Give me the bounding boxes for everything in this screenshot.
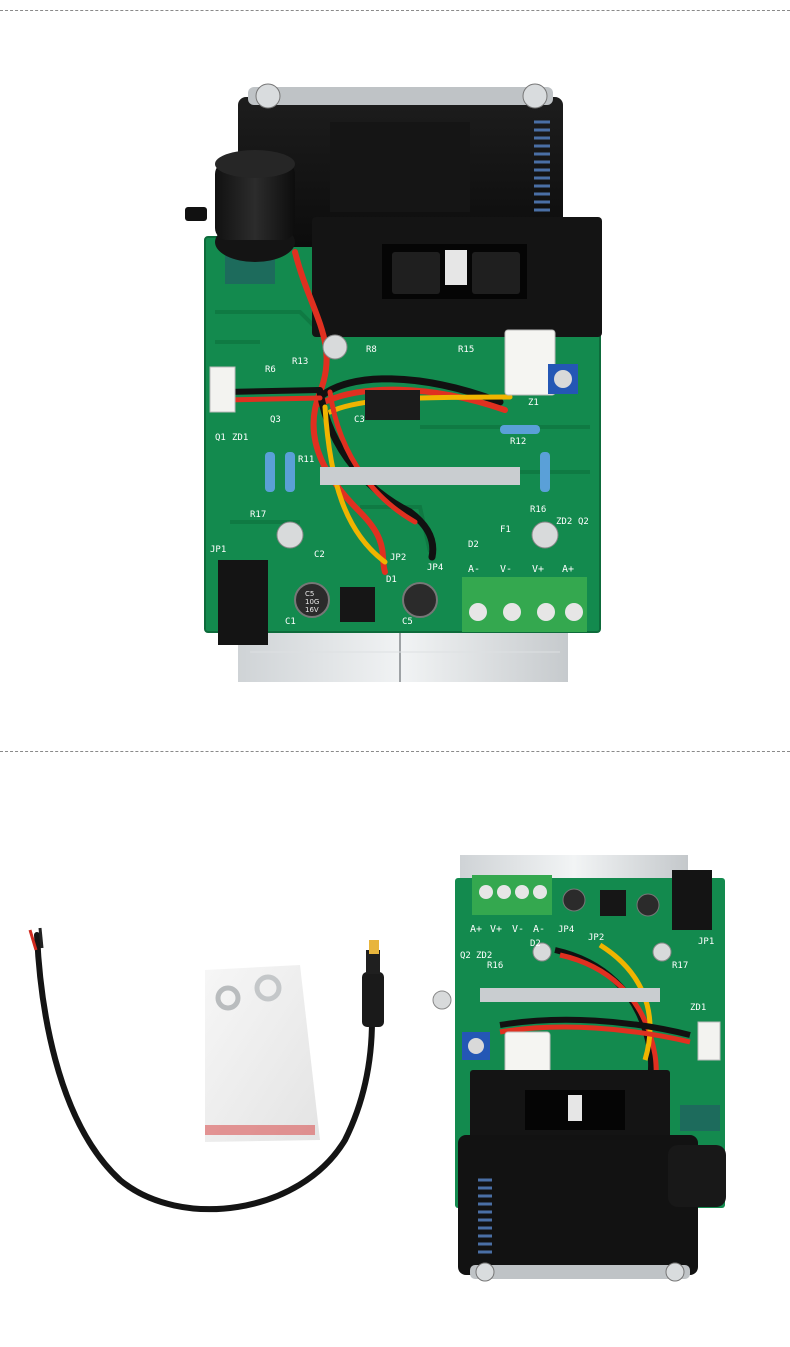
bottom-terminal-4: A- <box>533 924 545 935</box>
right-connector <box>504 329 556 396</box>
label-r17: R17 <box>250 510 266 520</box>
label-c1: C1 <box>285 617 296 627</box>
bottom-label-jp2: JP2 <box>588 933 604 943</box>
label-jp1: JP1 <box>210 545 226 555</box>
washer-icon <box>215 985 241 1011</box>
power-diode <box>340 587 375 622</box>
label-f1: F1 <box>500 525 511 535</box>
middle-divider <box>0 751 790 752</box>
label-r11: R11 <box>298 455 314 465</box>
label-jp4: JP4 <box>427 563 443 573</box>
bottom-terminal-2: V+ <box>490 924 502 935</box>
terminal-label-4: A+ <box>562 564 574 575</box>
ic-chip <box>365 390 420 420</box>
shunt-strip <box>320 467 520 485</box>
label-d2: D2 <box>468 540 479 550</box>
label-q3: Q3 <box>270 415 281 425</box>
silkscreen-labels: R13 R6 Q3 ZD1 Q1 R11 R17 JP1 C2 D1 C1 C5… <box>210 345 589 627</box>
cooling-fan <box>238 83 563 247</box>
label-c3: C3 <box>354 415 365 425</box>
resistors <box>265 425 550 492</box>
bottom-label-d2: D2 <box>530 939 541 949</box>
label-r16: R16 <box>530 505 546 515</box>
top-divider <box>0 10 790 11</box>
label-c5: C5 <box>402 617 413 627</box>
label-c2: C2 <box>314 550 325 560</box>
washer-icon <box>254 974 282 1002</box>
display-housing <box>312 217 602 337</box>
label-d1: D1 <box>386 575 397 585</box>
label-r6: R6 <box>265 365 276 375</box>
label-q1: Q1 <box>215 433 226 443</box>
label-jp2: JP2 <box>390 553 406 563</box>
cap-label-3: 16V <box>305 606 319 614</box>
accessories-photo-bottom: A+ V+ V- A- <box>28 855 726 1282</box>
bottom-label-r17: R17 <box>672 961 688 971</box>
bottom-label-jp1: JP1 <box>698 937 714 947</box>
electrolytic-capacitors: C5 10G 16V <box>294 582 438 618</box>
label-z1: Z1 <box>528 398 539 408</box>
dc-power-jack <box>218 560 268 645</box>
bottom-label-q2: Q2 <box>460 951 471 961</box>
load-module-rotated: A+ V+ V- A- <box>432 855 726 1282</box>
bottom-label-jp4: JP4 <box>558 925 574 935</box>
label-r15: R15 <box>458 345 474 355</box>
bottom-label-zd2: ZD2 <box>476 951 492 961</box>
bottom-label-r16: R16 <box>487 961 503 971</box>
bottom-terminal-1: A+ <box>470 924 482 935</box>
label-r8: R8 <box>366 345 377 355</box>
terminal-label-3: V+ <box>532 564 544 575</box>
left-connector <box>209 366 236 413</box>
mounting-screws <box>276 334 559 549</box>
label-r13: R13 <box>292 357 308 367</box>
bottom-label-zd1: ZD1 <box>690 1003 706 1013</box>
terminal-label-2: V- <box>500 564 512 575</box>
cap-label-1: C5 <box>305 590 314 598</box>
label-zd1: ZD1 <box>232 433 248 443</box>
cap-label-2: 10G <box>305 598 319 606</box>
accessory-bag <box>205 965 320 1142</box>
label-q2: Q2 <box>578 517 589 527</box>
bottom-terminal-3: V- <box>512 924 524 935</box>
terminal-block: A- V- V+ A+ <box>462 564 587 632</box>
label-r12: R12 <box>510 437 526 447</box>
adjustment-knob <box>185 150 295 284</box>
load-module-photo-top: C5 10G 16V A- V- V+ A+ R13 R6 Q3 ZD1 Q1 … <box>185 83 602 682</box>
label-zd2: ZD2 <box>556 517 572 527</box>
dc-power-cable <box>28 927 384 1213</box>
heatsink <box>238 627 568 682</box>
terminal-label-1: A- <box>468 564 480 575</box>
